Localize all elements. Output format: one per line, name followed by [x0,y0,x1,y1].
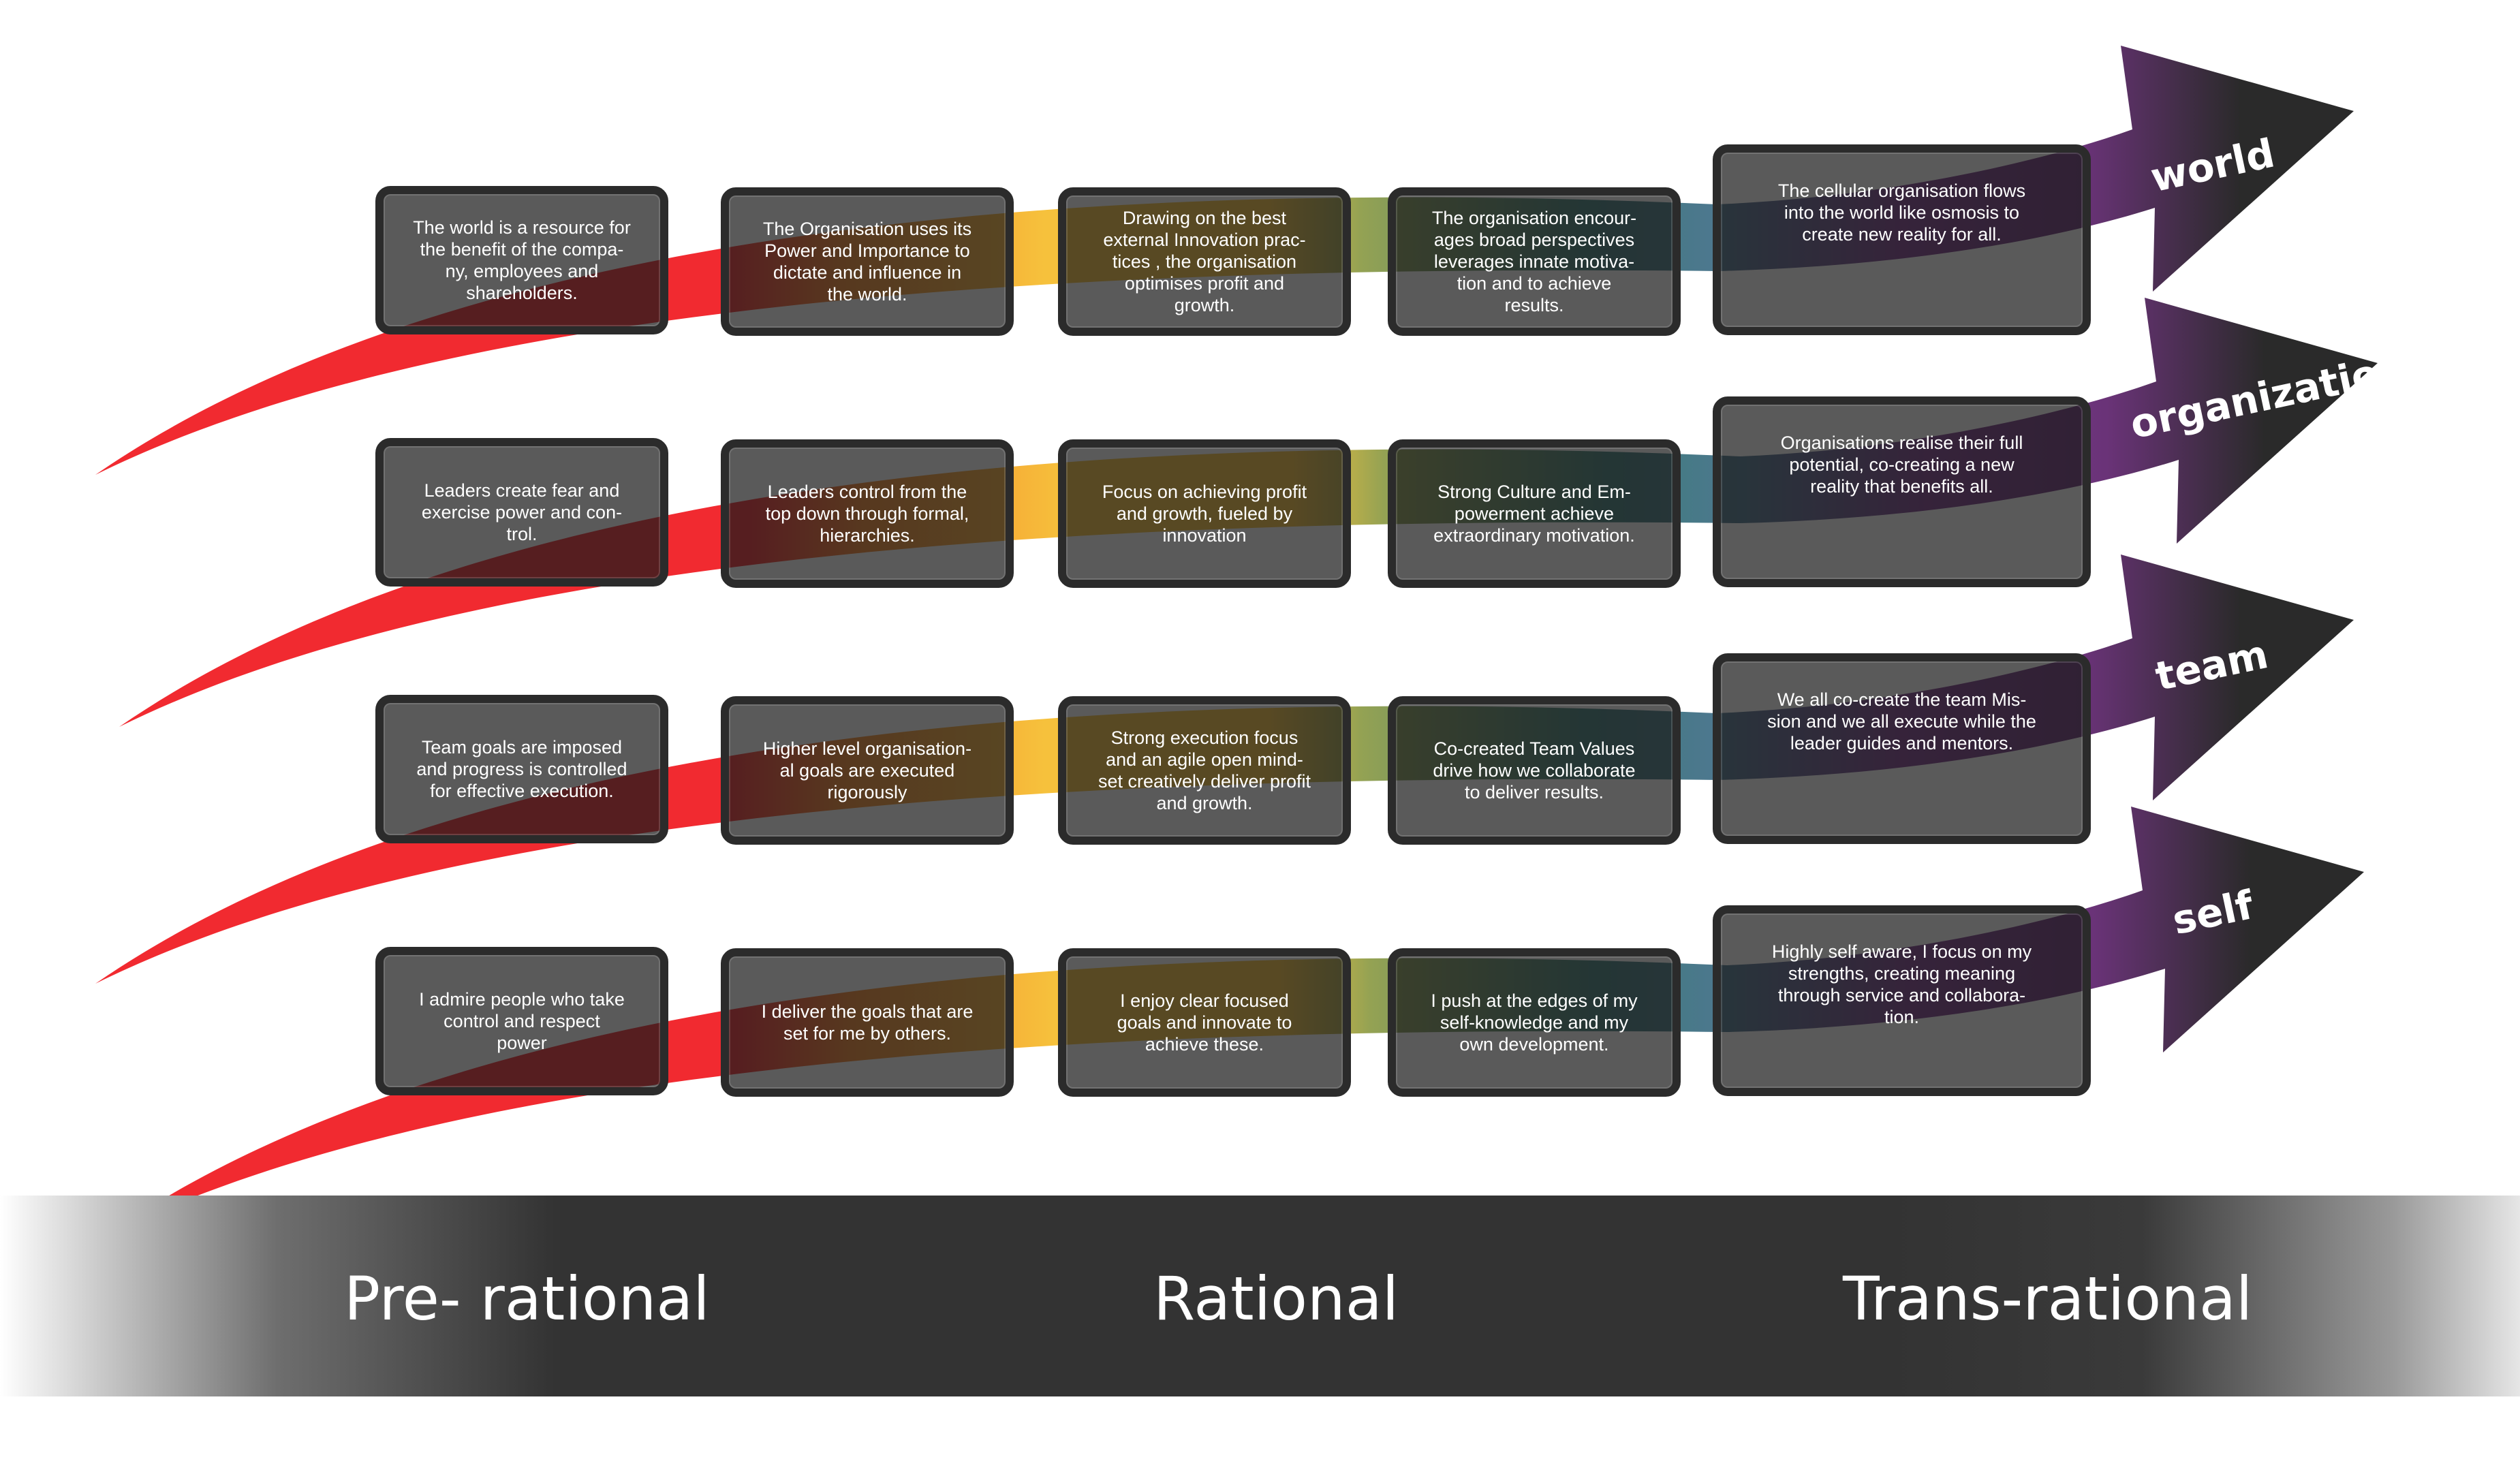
cell-text: Higher level organisation- al goals are … [762,738,972,802]
cell-world-pluralistic: The organisation encour- ages broad pers… [1388,187,1681,336]
cell-team-pre-rational: Team goals are imposed and progress is c… [375,695,668,843]
cell-text: The Organisation uses its Power and Impo… [762,219,972,304]
level-rational: Rational [1153,1264,1399,1334]
cell-team-power: Higher level organisation- al goals are … [721,696,1014,845]
cell-text: The organisation encour- ages broad pers… [1431,208,1637,315]
cell-world-rational: Drawing on the best external Innovation … [1058,187,1351,336]
cell-organization-trans-rational: Organisations realise their full potenti… [1713,396,2091,587]
cell-text: Leaders control from the top down throug… [765,482,969,546]
cell-team-rational: Strong execution focus and an agile open… [1058,696,1351,845]
cell-text: I push at the edges of my self-knowledge… [1431,990,1638,1055]
cell-text: The cellular organisation flows into the… [1777,181,2026,245]
cell-text: Drawing on the best external Innovation … [1103,208,1306,315]
cell-text: Team goals are imposed and progress is c… [416,737,627,801]
cell-text: We all co-create the team Mis- sion and … [1767,689,2036,753]
level-pre-rational: Pre- rational [344,1264,710,1334]
cell-text: Leaders create fear and exercise power a… [421,480,623,544]
cell-organization-pre-rational: Leaders create fear and exercise power a… [375,438,668,587]
levels-band [0,1196,2520,1396]
cell-self-pre-rational: I admire people who take control and res… [375,947,668,1095]
cell-organization-power: Leaders control from the top down throug… [721,439,1014,588]
level-trans-rational: Trans-rational [1843,1264,2253,1334]
cell-text: Highly self aware, I focus on my strengt… [1771,941,2032,1027]
cell-world-trans-rational: The cellular organisation flows into the… [1713,144,2091,335]
cell-self-pluralistic: I push at the edges of my self-knowledge… [1388,948,1681,1097]
cell-text: Co-created Team Values drive how we coll… [1433,738,1636,802]
cell-text: Strong Culture and Em- powerment achieve… [1433,482,1635,546]
cell-text: I enjoy clear focused goals and innovate… [1117,990,1292,1055]
cell-text: The world is a resource for the benefit … [413,217,631,303]
cell-text: Organisations realise their full potenti… [1780,433,2023,497]
cell-self-power: I deliver the goals that are set for me … [721,948,1014,1097]
cell-text: Strong execution focus and an agile open… [1098,728,1311,813]
cell-world-power: The Organisation uses its Power and Impo… [721,187,1014,336]
cell-team-pluralistic: Co-created Team Values drive how we coll… [1388,696,1681,845]
cell-organization-pluralistic: Strong Culture and Em- powerment achieve… [1388,439,1681,588]
cell-text: Focus on achieving profit and growth, fu… [1102,482,1307,546]
cell-team-trans-rational: We all co-create the team Mis- sion and … [1713,653,2091,844]
cell-self-trans-rational: Highly self aware, I focus on my strengt… [1713,905,2091,1096]
cell-text: I admire people who take control and res… [419,989,625,1053]
cell-self-rational: I enjoy clear focused goals and innovate… [1058,948,1351,1097]
cell-organization-rational: Focus on achieving profit and growth, fu… [1058,439,1351,588]
cell-text: I deliver the goals that are set for me … [761,1001,974,1044]
cell-world-pre-rational: The world is a resource for the benefit … [375,186,668,334]
